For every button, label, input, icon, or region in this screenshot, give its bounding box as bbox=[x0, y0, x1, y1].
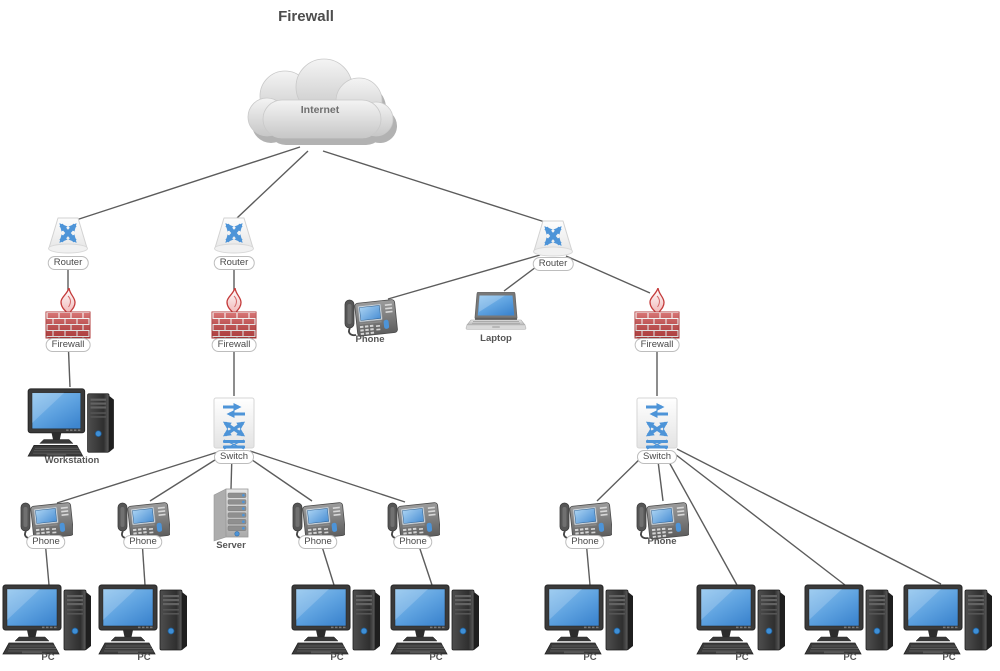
server-icon bbox=[213, 488, 249, 542]
node-label-cloud: Internet bbox=[300, 104, 340, 116]
edge-cloud-router1 bbox=[72, 146, 301, 222]
node-label-laptop: Laptop bbox=[480, 333, 512, 344]
node-laptop[interactable] bbox=[465, 292, 527, 334]
phone-icon bbox=[20, 502, 73, 540]
edge-router3-firewall3 bbox=[565, 255, 651, 294]
node-phone-top[interactable] bbox=[342, 295, 398, 337]
node-label-server: Server bbox=[216, 540, 246, 551]
phone-icon bbox=[117, 502, 170, 540]
node-pc-r2[interactable] bbox=[696, 580, 788, 658]
node-pc3[interactable] bbox=[291, 580, 383, 658]
edge-switch1-phone-bl1 bbox=[56, 451, 219, 504]
node-firewall2[interactable] bbox=[210, 288, 258, 340]
node-label-pc3: PC bbox=[330, 652, 344, 663]
edge-switch2-pc-r3 bbox=[670, 450, 846, 586]
node-label-phone-top: Phone bbox=[355, 334, 385, 345]
router-icon bbox=[48, 217, 88, 254]
node-label-router3: Router bbox=[532, 257, 574, 271]
node-label-firewall2: Firewall bbox=[211, 338, 257, 352]
node-phone-r2[interactable] bbox=[635, 498, 689, 540]
node-phone-bl4[interactable] bbox=[386, 498, 440, 540]
node-label-firewall3: Firewall bbox=[634, 338, 680, 352]
node-label-router2: Router bbox=[213, 256, 255, 270]
diagram-title: Firewall bbox=[278, 8, 334, 25]
node-pc-r4[interactable] bbox=[903, 580, 995, 658]
node-label-pc4: PC bbox=[429, 652, 443, 663]
pc-icon bbox=[804, 584, 893, 655]
phone-icon bbox=[344, 299, 398, 337]
pc-icon bbox=[903, 584, 992, 655]
node-phone-bl3[interactable] bbox=[291, 498, 345, 540]
node-label-phone-bl4: Phone bbox=[393, 535, 433, 549]
node-label-pc-r1: PC bbox=[583, 652, 597, 663]
router-icon bbox=[214, 217, 254, 254]
node-label-phone-bl1: Phone bbox=[26, 535, 66, 549]
firewall-icon bbox=[211, 288, 257, 339]
node-pc1[interactable] bbox=[2, 580, 94, 658]
node-router3[interactable] bbox=[531, 219, 575, 259]
router-icon bbox=[533, 220, 573, 257]
pc-icon bbox=[2, 584, 91, 655]
phone-icon bbox=[636, 502, 689, 540]
node-label-phone-bl3: Phone bbox=[298, 535, 338, 549]
pc-icon bbox=[696, 584, 785, 655]
node-label-phone-r2: Phone bbox=[647, 536, 677, 547]
node-pc-r3[interactable] bbox=[804, 580, 896, 658]
node-label-pc-r3: PC bbox=[843, 652, 857, 663]
switch-icon bbox=[636, 397, 678, 450]
pc-icon bbox=[98, 584, 187, 655]
node-pc-r1[interactable] bbox=[544, 580, 636, 658]
node-label-firewall1: Firewall bbox=[45, 338, 91, 352]
edge-router3-phone-top bbox=[387, 254, 541, 300]
node-label-switch1: Switch bbox=[214, 450, 254, 464]
node-router2[interactable] bbox=[212, 216, 256, 256]
node-phone-bl1[interactable] bbox=[19, 498, 73, 540]
node-server[interactable] bbox=[210, 487, 252, 543]
node-label-router1: Router bbox=[47, 256, 89, 270]
edge-switch1-phone-bl3 bbox=[241, 452, 313, 502]
node-firewall1[interactable] bbox=[44, 288, 92, 340]
node-pc4[interactable] bbox=[390, 580, 482, 658]
pc-icon bbox=[27, 388, 114, 457]
node-label-pc1: PC bbox=[41, 652, 55, 663]
node-firewall3[interactable] bbox=[633, 288, 681, 340]
pc-icon bbox=[544, 584, 633, 655]
edge-switch1-phone-bl2 bbox=[149, 452, 227, 502]
node-phone-bl2[interactable] bbox=[116, 498, 170, 540]
edge-switch2-pc-r2 bbox=[663, 452, 738, 586]
node-workstation[interactable] bbox=[23, 384, 121, 460]
node-switch1[interactable] bbox=[211, 394, 257, 452]
node-label-switch2: Switch bbox=[637, 450, 677, 464]
node-label-phone-bl2: Phone bbox=[123, 535, 163, 549]
node-label-pc2: PC bbox=[137, 652, 151, 663]
node-label-pc-r4: PC bbox=[942, 652, 956, 663]
switch-icon bbox=[213, 397, 255, 450]
pc-icon bbox=[291, 584, 380, 655]
firewall-icon bbox=[634, 288, 680, 339]
phone-icon bbox=[559, 502, 612, 540]
node-label-pc-r2: PC bbox=[735, 652, 749, 663]
phone-icon bbox=[292, 502, 345, 540]
laptop-icon bbox=[465, 292, 527, 330]
node-router1[interactable] bbox=[46, 216, 90, 256]
pc-icon bbox=[390, 584, 479, 655]
edge-cloud-router2 bbox=[236, 150, 309, 219]
edge-switch2-pc-r4 bbox=[676, 448, 942, 585]
firewall-icon bbox=[45, 288, 91, 339]
node-pc2[interactable] bbox=[98, 580, 190, 658]
phone-icon bbox=[387, 502, 440, 540]
node-switch2[interactable] bbox=[634, 394, 680, 452]
edge-switch1-phone-bl4 bbox=[249, 450, 406, 503]
node-label-phone-r1: Phone bbox=[565, 535, 605, 549]
node-cloud[interactable] bbox=[239, 56, 401, 160]
cloud-icon bbox=[247, 58, 397, 145]
node-label-workstation: Workstation bbox=[44, 455, 100, 466]
edge-cloud-router3 bbox=[322, 150, 549, 224]
node-phone-r1[interactable] bbox=[558, 498, 612, 540]
